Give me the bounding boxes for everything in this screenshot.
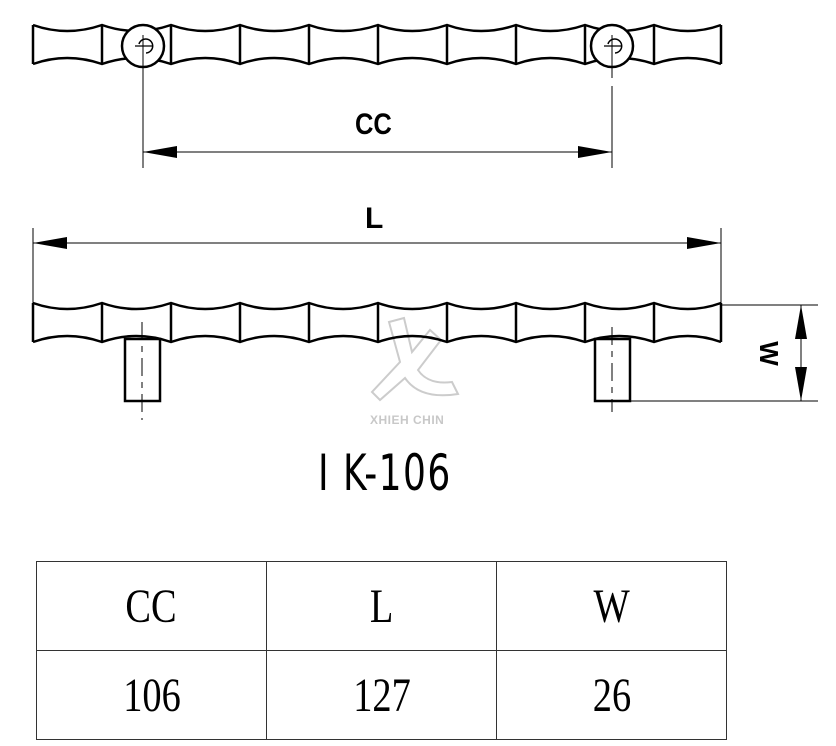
spec-header-cc: CC bbox=[36, 561, 267, 651]
cc-dimension-label: CC bbox=[355, 108, 392, 141]
spec-value-w: 26 bbox=[496, 650, 727, 740]
l-dimension-label: L bbox=[365, 202, 384, 235]
w-dimension bbox=[630, 304, 818, 402]
spec-header-w: W bbox=[496, 561, 727, 651]
spec-value-l: 127 bbox=[266, 650, 497, 740]
spec-table: CC L W 106 127 26 bbox=[36, 561, 727, 740]
side-view-handle bbox=[31, 301, 723, 344]
spec-value-cc: 106 bbox=[36, 650, 267, 740]
post-left bbox=[123, 322, 162, 420]
model-number: I K-106 bbox=[318, 444, 452, 502]
cc-dimension bbox=[142, 35, 613, 168]
watermark-text: XHIEH CHIN bbox=[370, 413, 445, 427]
spec-value-row: 106 127 26 bbox=[36, 650, 727, 740]
spec-header-row: CC L W bbox=[36, 561, 727, 651]
w-dimension-label: W bbox=[753, 341, 784, 366]
watermark-logo bbox=[370, 316, 460, 402]
l-dimension bbox=[32, 228, 722, 303]
spec-header-l: L bbox=[266, 561, 497, 651]
post-right bbox=[593, 327, 632, 412]
